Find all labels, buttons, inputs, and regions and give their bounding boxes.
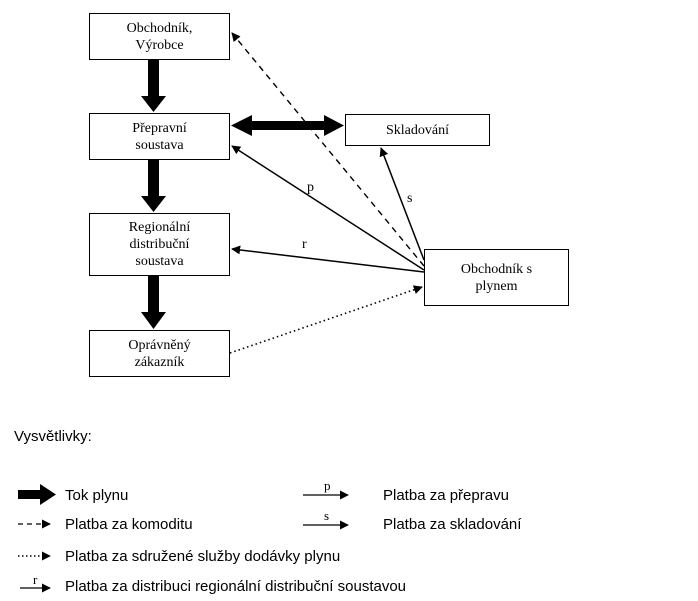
node-storage: Skladování [345,114,490,146]
legend-letter-p: p [324,478,331,493]
commodity-payment-arrow [231,32,425,267]
gas-flow-arrow-regional-to-customer [141,276,166,329]
legend-storage-label: Platba za skladování [383,516,522,533]
node-gas-trader: Obchodník s plynem [424,249,569,306]
distribution-payment-arrow [231,245,425,273]
gas-flow-arrow-transport-storage [231,115,344,136]
legend-bundled-label: Platba za sdružené služby dodávky plynu [65,548,341,565]
bundled-payment-arrow [229,285,423,354]
legend-transport-label: Platba za přepravu [383,487,509,504]
transport-payment-arrow [231,145,425,271]
edge-label-s: s [407,191,413,206]
edge-label-r: r [302,237,307,252]
storage-payment-arrow [379,147,425,261]
legend-gas-flow-label: Tok plynu [65,487,129,504]
gas-flow-arrow-merchant-to-transport [141,60,166,112]
node-transport-system: Přepravní soustava [89,113,230,160]
edge-label-p: p [307,180,314,195]
node-regional-distribution: Regionální distribuční soustava [89,213,230,276]
legend-letter-s: s [324,508,330,523]
legend-distribution-label: Platba za distribuci regionální distribu… [65,578,407,595]
gas-flow-arrow-transport-to-regional [141,160,166,212]
legend-title: Vysvětlivky: [14,428,92,445]
node-eligible-customer: Oprávněný zákazník [89,330,230,377]
legend-commodity-label: Platba za komoditu [65,516,193,533]
node-merchant-producer: Obchodník, Výrobce [89,13,230,60]
legend-letter-r: r [33,572,38,587]
